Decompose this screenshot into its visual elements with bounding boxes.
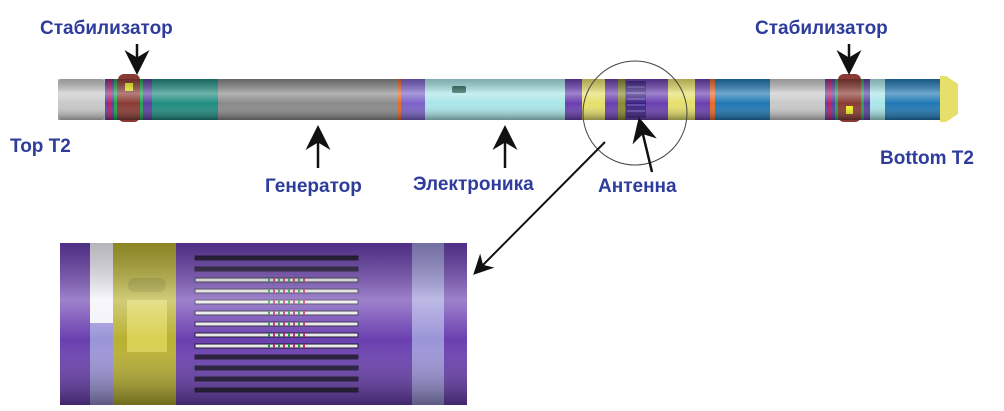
label-stabilizer-left: Стабилизатор — [40, 18, 173, 39]
bit-nose — [940, 76, 958, 122]
label-generator: Генератор — [265, 176, 362, 197]
label-electronics: Электроника — [413, 174, 534, 195]
label-bottom: Bottom T2 — [880, 148, 974, 169]
magnifier-circle — [582, 60, 688, 166]
label-stabilizer-right: Стабилизатор — [755, 18, 888, 39]
label-top: Top T2 — [10, 136, 71, 157]
antenna-inset — [60, 243, 467, 405]
zoom-arrow — [473, 141, 606, 275]
tool-string — [58, 74, 958, 122]
label-antenna: Антенна — [598, 176, 677, 197]
arrow-antenna — [632, 117, 657, 173]
